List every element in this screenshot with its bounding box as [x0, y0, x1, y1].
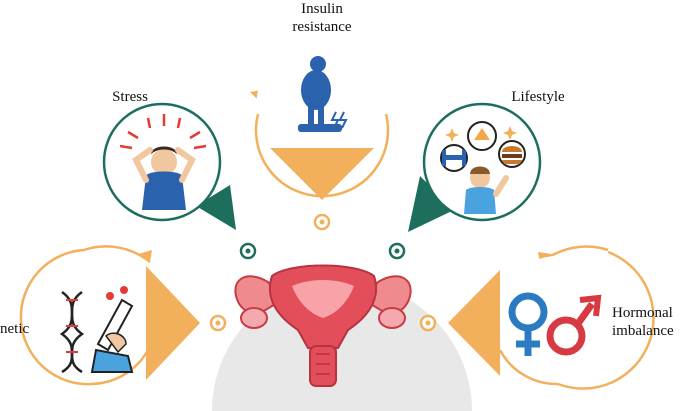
insulin-label-line2: resistance: [292, 19, 352, 35]
dna-microscope-icon: [59, 286, 134, 374]
insulin-resistance-node: [250, 41, 390, 200]
connector-dots: [209, 213, 437, 332]
hormonal-imbalance-node: [448, 245, 655, 390]
hormonal-imbalance-label: Hormonal imbalance: [612, 304, 680, 340]
insulin-resistance-label: Insulin resistance: [272, 0, 372, 36]
genetic-label: netic: [0, 321, 30, 337]
person-on-scale-icon: [298, 56, 348, 132]
center-background: [212, 281, 472, 411]
lifestyle-label: Lifestyle: [511, 89, 565, 105]
stress-node: [102, 102, 236, 230]
stress-label: Stress: [112, 89, 148, 105]
stressed-person-icon: [119, 114, 207, 210]
lifestyle-node: [408, 102, 542, 232]
uterus-icon: [234, 264, 412, 387]
hormonal-label-line2: imbalance: [612, 323, 674, 339]
genetic-node: [19, 245, 200, 386]
insulin-label-line1: Insulin: [301, 1, 343, 17]
food-and-exercise-person-icon: [440, 121, 526, 214]
hormonal-label-line1: Hormonal: [612, 305, 673, 321]
gender-symbols-icon: [508, 292, 602, 356]
